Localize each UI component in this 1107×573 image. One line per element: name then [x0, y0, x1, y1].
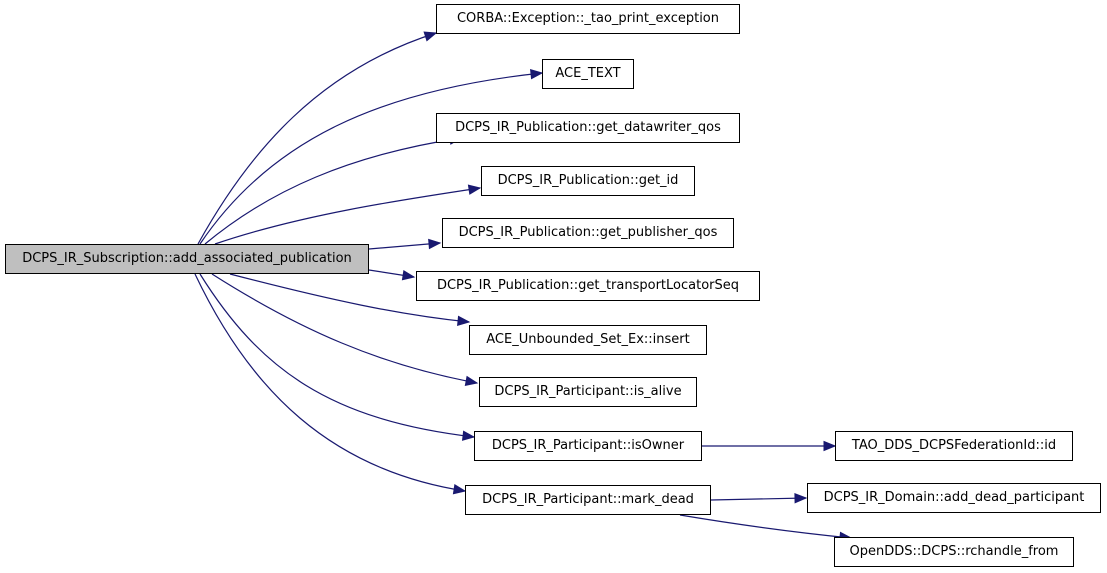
- node-get-publisher-qos[interactable]: DCPS_IR_Publication::get_publisher_qos: [442, 218, 734, 248]
- edge-arrowhead-icon: [530, 68, 544, 80]
- edge-arrowhead-icon: [401, 270, 416, 281]
- edge-arrowhead-icon: [457, 315, 471, 327]
- node-tao-print-exception[interactable]: CORBA::Exception::_tao_print_exception: [436, 4, 740, 34]
- edge-mark-dead-to-add-dead-participant: [710, 497, 807, 501]
- edge-arrowhead-icon: [464, 375, 479, 387]
- edge-root-to-is-owner: [199, 273, 475, 438]
- edge-root-to-tao-print-exception: [197, 32, 437, 245]
- node-get-id[interactable]: DCPS_IR_Publication::get_id: [481, 166, 695, 196]
- node-federation-id[interactable]: TAO_DDS_DCPSFederationId::id: [835, 431, 1073, 461]
- edge-arrowhead-icon: [461, 430, 476, 441]
- node-add-dead-participant[interactable]: DCPS_IR_Domain::add_dead_participant: [807, 483, 1101, 513]
- edge-root-to-unbounded-set-insert: [229, 273, 470, 323]
- node-mark-dead[interactable]: DCPS_IR_Participant::mark_dead: [465, 485, 711, 515]
- edge-root-to-get-publisher-qos: [368, 242, 441, 250]
- node-is-alive[interactable]: DCPS_IR_Participant::is_alive: [479, 377, 697, 407]
- node-get-transport-locator-seq[interactable]: DCPS_IR_Publication::get_transportLocato…: [416, 271, 760, 301]
- node-rchandle-from[interactable]: OpenDDS::DCPS::rchandle_from: [834, 537, 1074, 567]
- edge-arrowhead-icon: [428, 238, 442, 250]
- edge-mark-dead-to-rchandle-from: [679, 514, 852, 539]
- edge-arrowhead-icon: [794, 492, 808, 504]
- node-get-datawriter-qos[interactable]: DCPS_IR_Publication::get_datawriter_qos: [436, 113, 740, 143]
- node-unbounded-set-insert[interactable]: ACE_Unbounded_Set_Ex::insert: [469, 325, 707, 355]
- edge-arrowhead-icon: [452, 484, 467, 495]
- node-ace-text[interactable]: ACE_TEXT: [542, 59, 634, 89]
- node-root[interactable]: DCPS_IR_Subscription::add_associated_pub…: [5, 244, 369, 274]
- edge-root-to-ace-text: [199, 72, 543, 245]
- node-is-owner[interactable]: DCPS_IR_Participant::isOwner: [474, 431, 702, 461]
- edge-root-to-get-id: [214, 187, 481, 245]
- edge-arrowhead-icon: [423, 31, 438, 42]
- edge-root-to-mark-dead: [194, 273, 466, 492]
- edge-root-to-get-datawriter-qos: [204, 137, 462, 245]
- edge-root-to-is-alive: [211, 273, 478, 384]
- edge-arrowhead-icon: [467, 184, 482, 195]
- edge-arrowhead-icon: [823, 440, 837, 452]
